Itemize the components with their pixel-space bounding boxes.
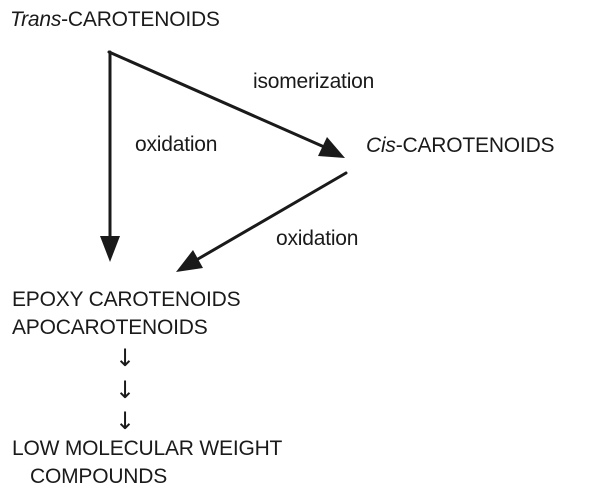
node-cis-suffix: -CAROTENOIDS [395, 134, 555, 157]
node-cis-prefix: Cis [366, 134, 396, 157]
edge-label-isomerization: isomerization [253, 70, 375, 93]
node-low-molecular-weight-line1: LOW MOLECULAR WEIGHT [12, 437, 283, 460]
arrow-oxidation-right-line [196, 171, 348, 261]
arrow-oxidation-left-head [100, 236, 120, 262]
edge-label-oxidation-left: oxidation [135, 133, 218, 156]
node-cis-carotenoids: Cis-CAROTENOIDS [366, 134, 555, 158]
arrow-oxidation-right-head [176, 250, 203, 272]
node-apocarotenoids: APOCAROTENOIDS [12, 316, 208, 339]
edge-label-oxidation-right: oxidation [276, 227, 359, 250]
node-epoxy-carotenoids: EPOXY CAROTENOIDS [12, 288, 241, 311]
arrow-isomerization-line [107, 50, 324, 148]
node-low-molecular-weight-line2: COMPOUNDS [30, 465, 168, 488]
node-trans-prefix: Trans [10, 8, 62, 31]
node-trans-carotenoids: Trans-CAROTENOIDS [10, 8, 220, 32]
arrow-isomerization-head [318, 137, 345, 158]
small-down-arrow-2: ↓ [115, 376, 136, 404]
small-down-arrow-3: ↓ [115, 407, 136, 435]
node-trans-suffix: -CAROTENOIDS [61, 8, 220, 31]
small-down-arrow-1: ↓ [115, 344, 136, 372]
